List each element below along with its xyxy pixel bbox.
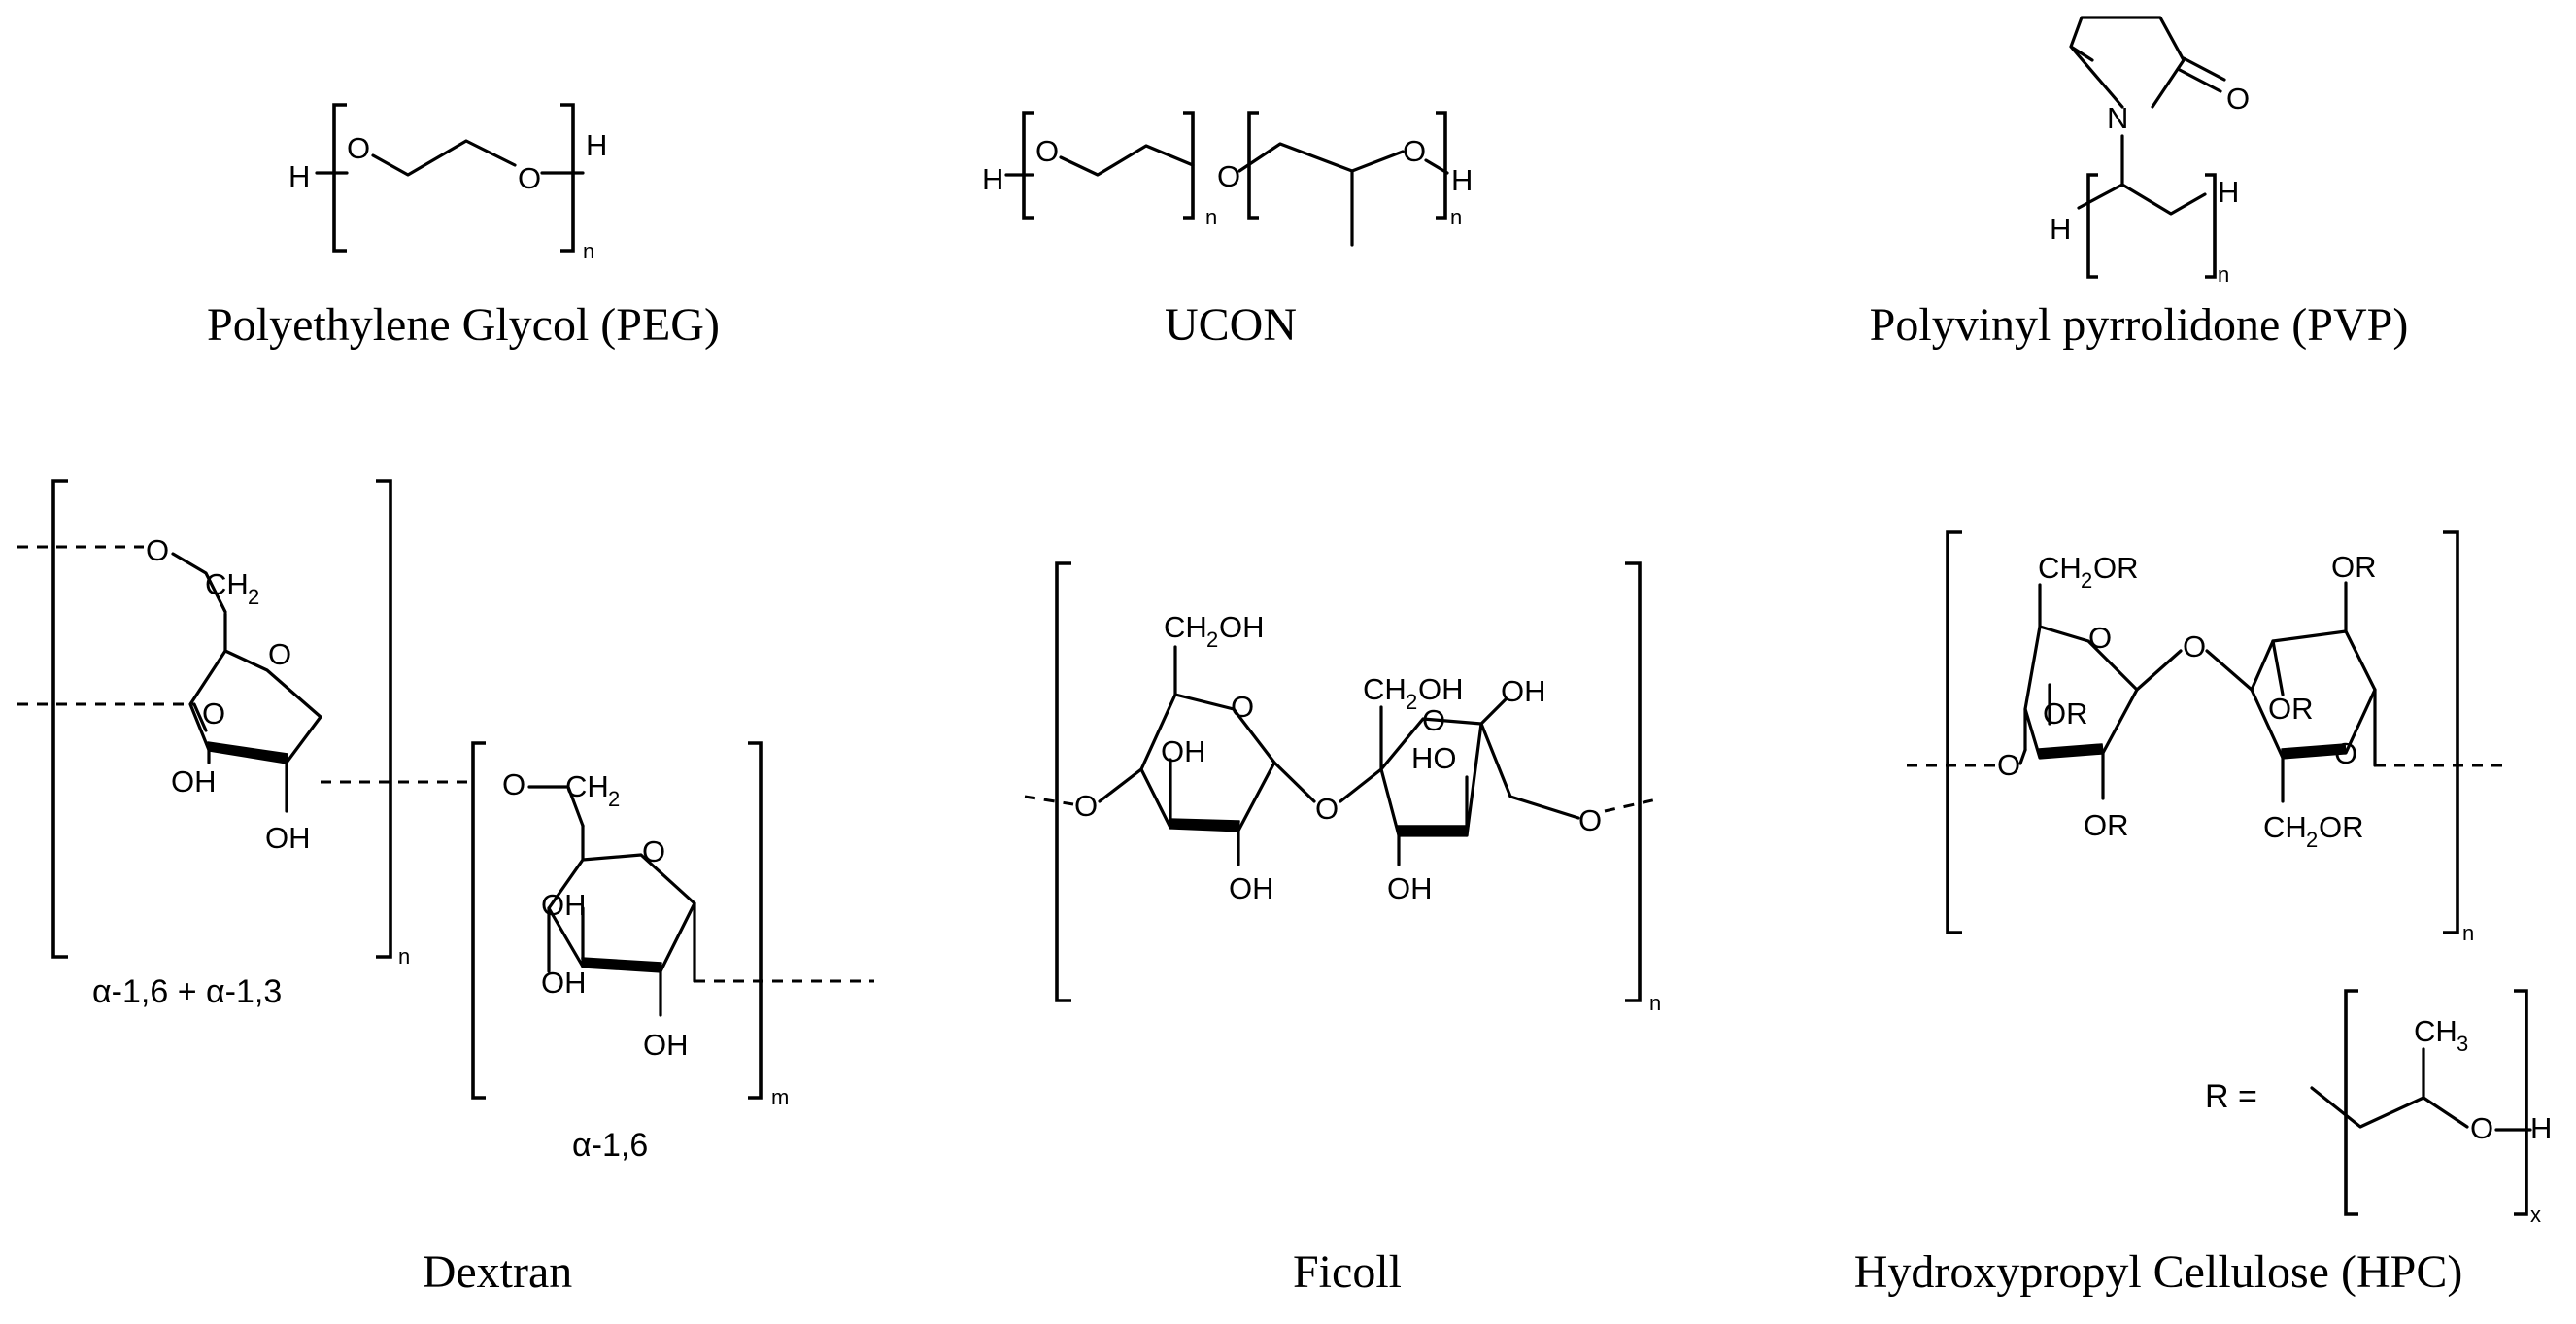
ficoll-ring-o-2: O — [1422, 703, 1445, 737]
hpc-or-1: OR — [2043, 696, 2088, 730]
ficoll-oh-1: OH — [1161, 734, 1206, 768]
hpc-r-bracket-left — [2344, 989, 2358, 1216]
hpc-ch2or-1-ch: CH — [2038, 551, 2082, 585]
ficoll-ring-o-1: O — [1231, 690, 1254, 724]
dextran-o-link2: O — [202, 696, 225, 730]
dextran-bracket-left-1 — [51, 479, 68, 959]
ficoll-oh-3: OH — [1501, 674, 1546, 708]
peg-o1: O — [347, 131, 370, 165]
dextran-ch-1-2: 2 — [248, 585, 259, 609]
pvp-h-left: H — [2050, 212, 2071, 246]
peg-h-right: H — [586, 128, 607, 162]
ficoll-o-left: O — [1074, 789, 1098, 823]
hpc-ring-o-1: O — [2088, 621, 2112, 655]
dextran-linkage-branch: α-1,6 + α-1,3 — [92, 973, 282, 1010]
ucon-structure: H O n O O H n — [982, 111, 1473, 247]
ficoll-ch2oh-1-ch: CH — [1164, 610, 1207, 644]
ficoll-caption: Ficoll — [1293, 1246, 1402, 1298]
hpc-ring-o-2: O — [2334, 736, 2357, 770]
hpc-ch2or-2-or: OR — [2319, 810, 2364, 844]
ucon-h-right: H — [1451, 163, 1473, 197]
hpc-or-4: OR — [2268, 692, 2314, 726]
hpc-r-o: O — [2470, 1111, 2493, 1145]
peg-bracket-right — [560, 103, 575, 253]
hpc-bracket-right — [2443, 530, 2459, 934]
hpc-structure: n O CH 2 OR O OR OR O OR OR O CH 2 OR — [1907, 530, 2552, 1227]
dextran-oh-3: OH — [541, 888, 587, 922]
ficoll-oh-4: OH — [1387, 871, 1433, 905]
dextran-oh-1: OH — [171, 764, 217, 798]
hpc-ch2or-1-2: 2 — [2081, 568, 2092, 593]
ucon-h-left: H — [982, 162, 1003, 196]
dextran-bracket-right-2 — [748, 741, 763, 1100]
ficoll-o-bridge: O — [1315, 792, 1339, 826]
ucon-o2: O — [1217, 159, 1240, 193]
dextran-subscript-m: m — [771, 1085, 789, 1109]
dextran-ring-o-2: O — [642, 834, 665, 868]
pvp-o: O — [2226, 82, 2250, 116]
peg-caption: Polyethylene Glycol (PEG) — [207, 299, 720, 351]
dextran-oh-5: OH — [643, 1028, 689, 1062]
ficoll-ch2oh-2-2: 2 — [1406, 690, 1417, 714]
ficoll-ch2oh-2-ch: CH — [1363, 672, 1407, 706]
hpc-or-3: OR — [2331, 550, 2377, 584]
ficoll-structure: n O CH 2 OH O OH OH O CH 2 OH O OH HO OH… — [1024, 561, 1662, 1015]
hpc-r-ch3-3: 3 — [2457, 1032, 2468, 1056]
ficoll-ch2oh-1-oh: OH — [1219, 610, 1265, 644]
pvp-h-right: H — [2218, 175, 2239, 209]
ucon-o3: O — [1403, 134, 1426, 168]
hpc-o-bridge: O — [2183, 629, 2206, 663]
hpc-r-subscript-x: x — [2530, 1203, 2541, 1227]
hpc-r-bracket-right — [2514, 989, 2528, 1216]
peg-subscript-n: n — [583, 239, 594, 263]
hpc-o-left: O — [1997, 748, 2020, 782]
ficoll-bracket-left — [1055, 561, 1071, 1002]
hpc-r-h: H — [2530, 1111, 2552, 1145]
hpc-ch2or-1-or: OR — [2093, 551, 2139, 585]
dextran-bracket-right-1 — [376, 479, 392, 959]
ucon-subscript-n2: n — [1450, 205, 1462, 229]
dextran-subscript-n: n — [398, 944, 410, 968]
dextran-ch-1: CH — [205, 567, 249, 601]
hpc-subscript-n: n — [2462, 921, 2474, 945]
pvp-caption: Polyvinyl pyrrolidone (PVP) — [1870, 299, 2409, 351]
ficoll-ch2oh-2-oh: OH — [1418, 672, 1464, 706]
pvp-structure: O N H H n — [2050, 16, 2250, 287]
dextran-o-link3: O — [502, 767, 525, 801]
dextran-o-link1: O — [146, 533, 169, 567]
hpc-r-ch3-ch: CH — [2414, 1014, 2457, 1048]
dextran-oh-4: OH — [541, 966, 587, 1000]
ficoll-ch2oh-1-2: 2 — [1206, 628, 1218, 652]
ficoll-ho: HO — [1411, 741, 1457, 775]
ficoll-subscript-n: n — [1649, 991, 1661, 1015]
ficoll-bracket-right — [1625, 561, 1642, 1002]
pvp-subscript-n: n — [2218, 262, 2229, 287]
hpc-r-equals: R = — [2205, 1078, 2257, 1115]
pvp-n: N — [2107, 101, 2128, 135]
hpc-ch2or-2-2: 2 — [2306, 828, 2318, 852]
ucon-subscript-n1: n — [1205, 205, 1217, 229]
dextran-ch-2: CH — [565, 769, 609, 803]
ficoll-o-right: O — [1578, 803, 1602, 837]
hpc-caption: Hydroxypropyl Cellulose (HPC) — [1854, 1246, 2463, 1298]
peg-o2: O — [518, 161, 541, 195]
dextran-caption: Dextran — [423, 1246, 573, 1298]
peg-h-left: H — [288, 159, 310, 193]
ucon-o1: O — [1035, 134, 1059, 168]
dextran-ch-2-2: 2 — [608, 787, 620, 811]
ucon-caption: UCON — [1165, 299, 1297, 351]
peg-structure: H O O H n — [288, 103, 607, 263]
peg-bracket-left — [332, 103, 347, 253]
hpc-or-2: OR — [2084, 808, 2129, 842]
dextran-ring-o-1: O — [268, 637, 291, 671]
dextran-structure: n m O CH 2 O O OH OH O CH 2 O OH OH — [17, 479, 874, 1164]
dextran-oh-2: OH — [265, 821, 311, 855]
hpc-bracket-left — [1946, 530, 1962, 934]
ficoll-oh-2: OH — [1229, 871, 1274, 905]
dextran-bracket-left-2 — [471, 741, 486, 1100]
hpc-ch2or-2-ch: CH — [2263, 810, 2307, 844]
dextran-linkage-main: α-1,6 — [572, 1127, 648, 1164]
